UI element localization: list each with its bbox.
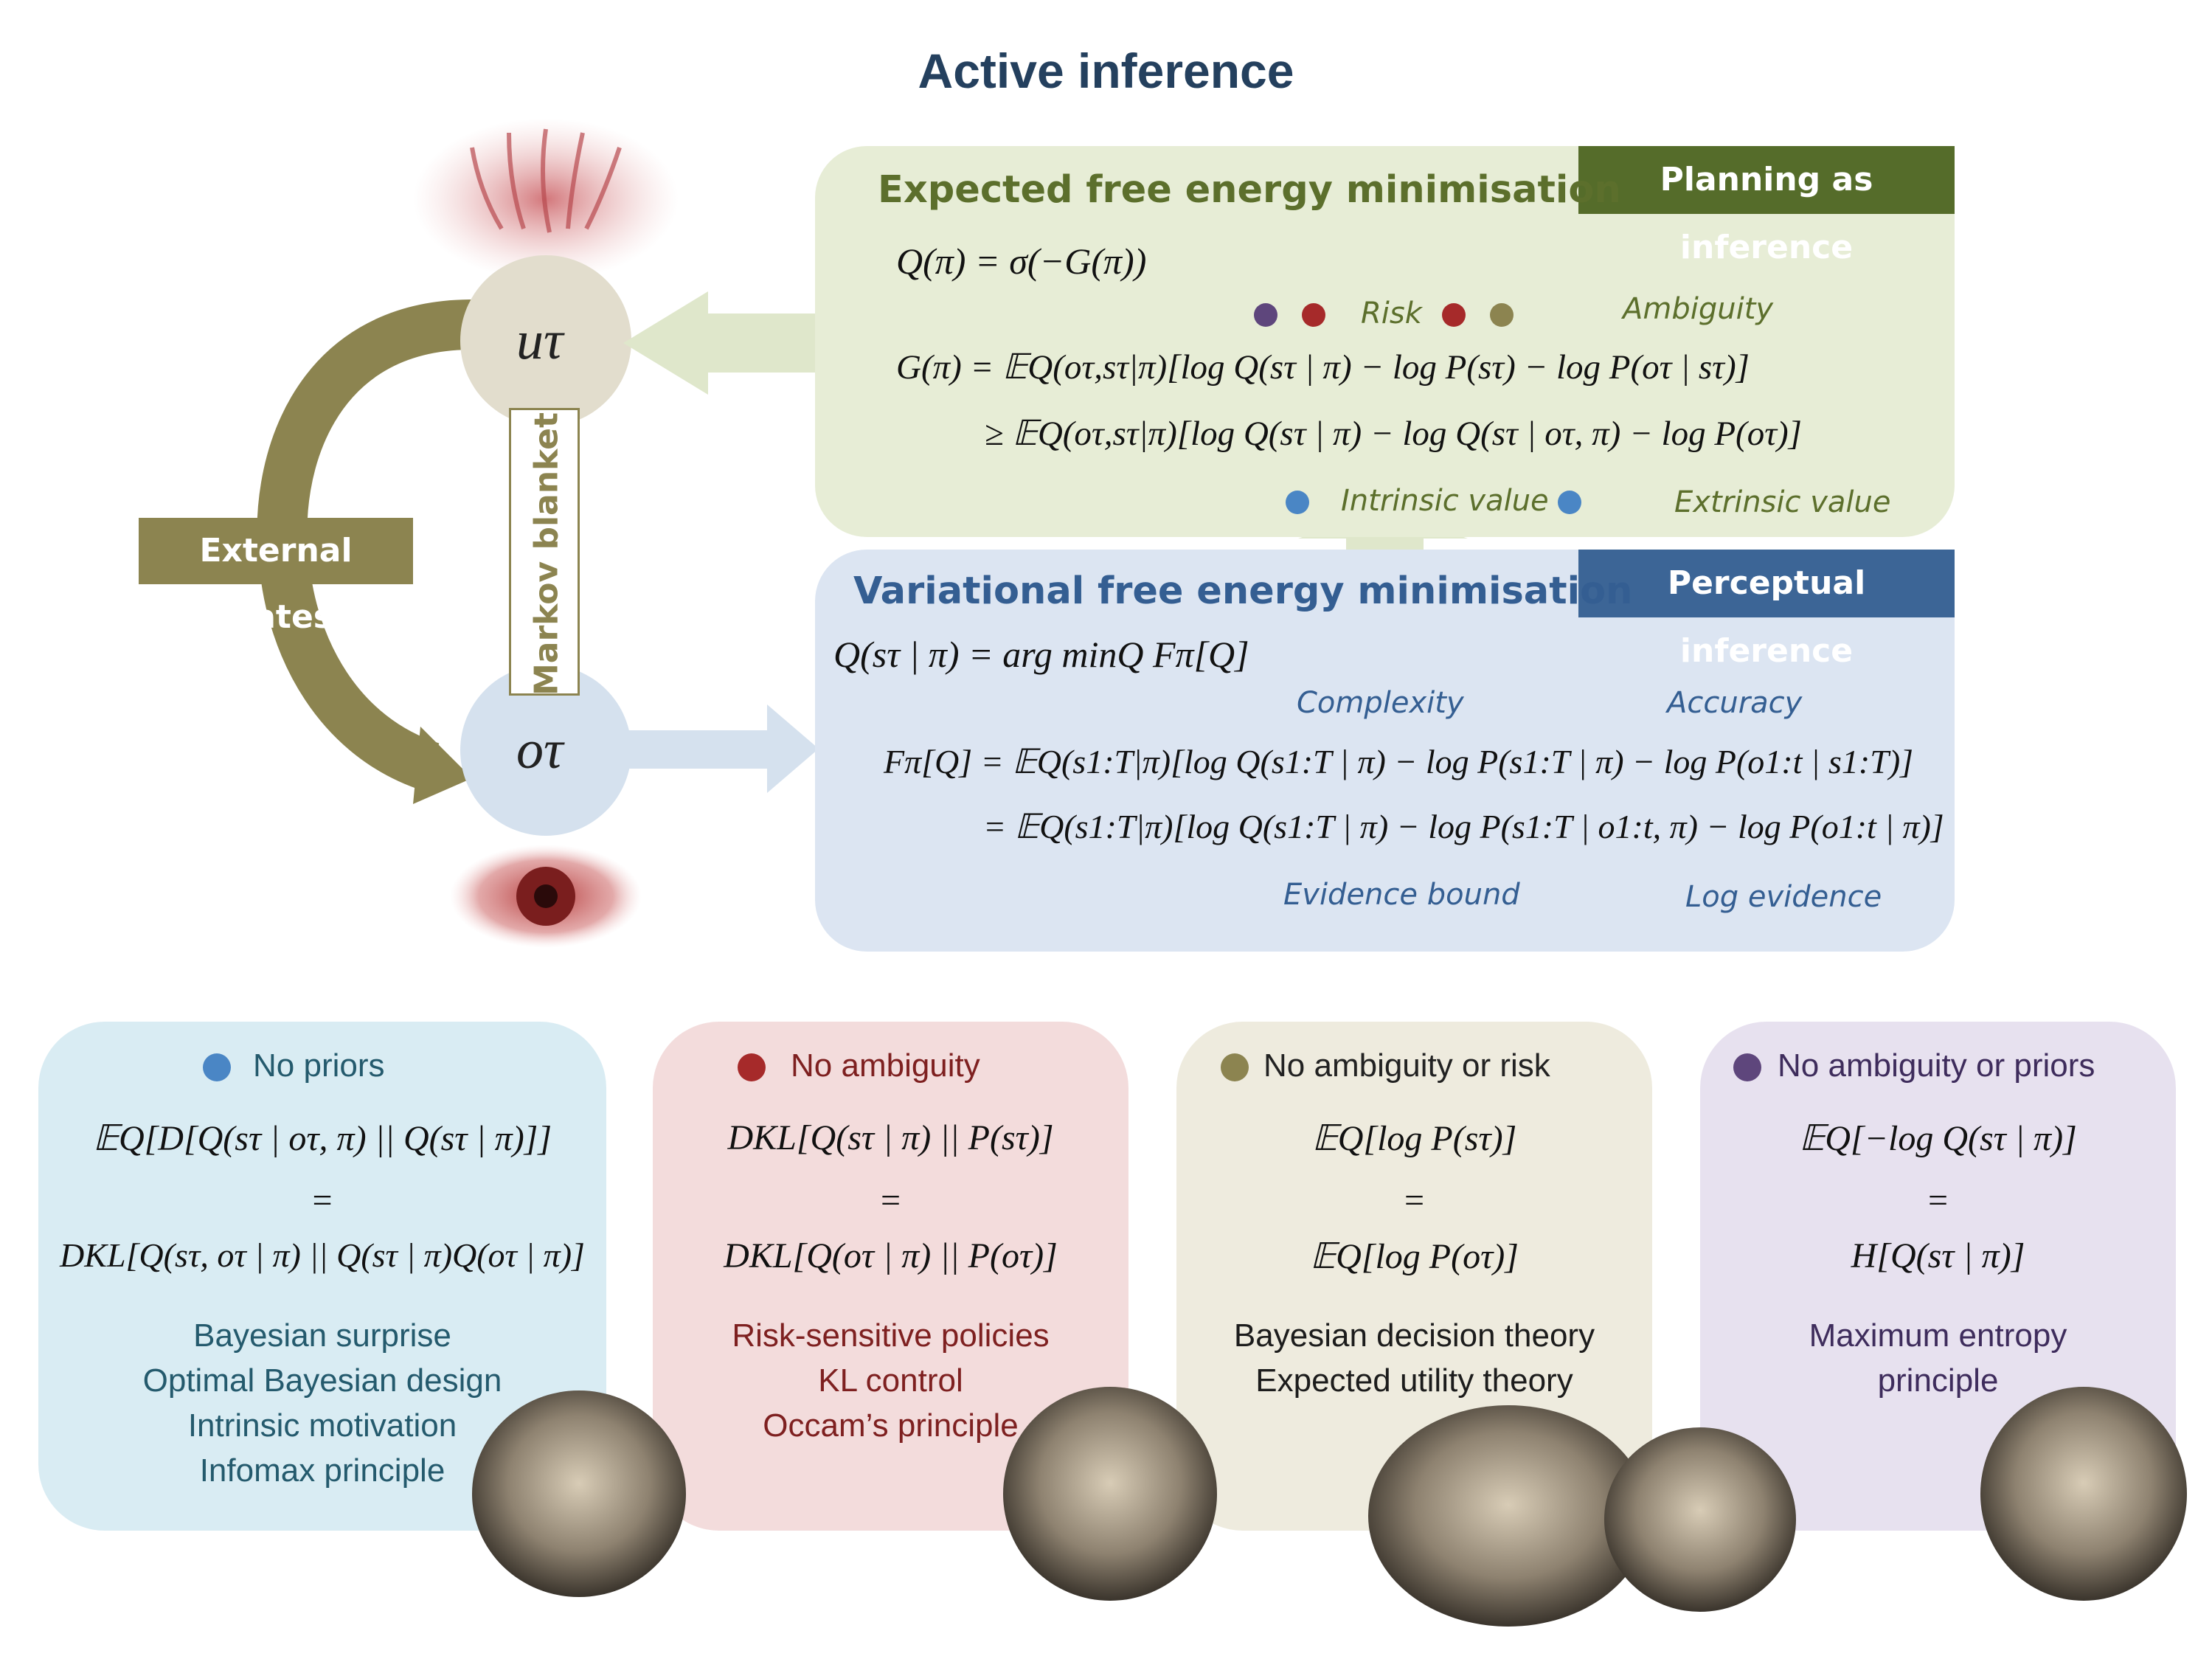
planning-heading: Expected free energy minimisation [878,168,1621,212]
card-heading: No ambiguity or risk [1263,1047,1550,1084]
card-list: Risk-sensitive policies KL control Occam… [653,1313,1128,1448]
list-item: KL control [818,1362,963,1399]
perception-eq-F: Fπ[Q] = 𝔼Q(s1:T|π)[log Q(s1:T | π) − log… [884,743,1914,780]
list-item: Optimal Bayesian design [142,1362,502,1399]
card-eq-top: 𝔼Q[log P(sτ)] [1311,1119,1517,1158]
list-item: Intrinsic motivation [187,1407,457,1444]
complexity-label: Complexity [1297,686,1464,720]
purple-dot [1254,303,1277,327]
evidence-bound-label: Evidence bound [1283,878,1520,912]
card-eq-mid: = [312,1181,333,1220]
blue-dot [1558,491,1581,514]
portrait-image [1604,1427,1796,1612]
perception-heading: Variational free energy minimisation [853,569,1633,613]
ambiguity-label: Ambiguity [1623,292,1774,326]
khaki-dot [1490,303,1514,327]
markov-blanket-box: Markov blanket [509,408,580,696]
card-heading: No ambiguity [791,1047,980,1084]
card-eq-bottom: DKL[Q(sτ, oτ | π) || Q(sτ | π)Q(oτ | π)] [60,1236,585,1274]
arrow-planning-to-action [623,291,815,395]
card-eq-bottom: H[Q(sτ | π)] [1851,1236,2025,1275]
card-eq-bottom: 𝔼Q[log P(oτ)] [1310,1237,1519,1276]
card-heading: No priors [253,1047,385,1084]
external-states-label: External states [139,518,413,636]
card-heading: No ambiguity or priors [1778,1047,2095,1084]
planning-eq-bound: ≥ 𝔼Q(oτ,sτ|π)[log Q(sτ | π) − log Q(sτ |… [985,415,1802,453]
list-item: Infomax principle [199,1452,445,1489]
accuracy-label: Accuracy [1667,686,1803,720]
card-list: Bayesian decision theory Expected utilit… [1176,1313,1652,1403]
blue-dot [1286,491,1309,514]
blue-dot [203,1053,231,1081]
action-node-label: uτ [516,311,564,371]
arrow-observation-to-perception [627,704,819,793]
perception-eq-evidence: = 𝔼Q(s1:T|π)[log Q(s1:T | π) − log P(s1:… [983,808,1944,845]
risk-label: Risk [1361,297,1422,330]
khaki-dot [1221,1053,1249,1081]
card-list: Bayesian surprise Optimal Bayesian desig… [38,1313,606,1493]
purple-dot [1733,1053,1761,1081]
list-item: Bayesian surprise [193,1317,451,1354]
planning-tag: Planning as inference [1578,146,1955,266]
observation-node-circle [460,665,631,836]
perception-tag: Perceptual inference [1578,550,1955,670]
card-eq-mid: = [1927,1181,1949,1220]
card-eq-top: 𝔼Q[−log Q(sτ | π)] [1799,1119,2077,1158]
extrinsic-value-label: Extrinsic value [1674,485,1891,519]
card-eq-top: 𝔼Q[D[Q(sτ | oτ, π) || Q(sτ | π)]] [92,1119,552,1158]
action-node-circle [460,255,631,426]
intrinsic-value-label: Intrinsic value [1341,484,1549,518]
list-item: Maximum entropy [1809,1317,2067,1354]
portrait-image [1980,1387,2187,1601]
red-dot [1442,303,1466,327]
planning-eq-G: G(π) = 𝔼Q(oτ,sτ|π)[log Q(sτ | π) − log P… [896,348,1750,387]
portrait-image [472,1390,686,1597]
observation-node-label: oτ [516,720,564,780]
card-eq-mid: = [880,1181,901,1220]
card-eq-top: DKL[Q(sτ | π) || P(sτ)] [727,1118,1054,1157]
red-dot [1302,303,1325,327]
card-eq-bottom: DKL[Q(oτ | π) || P(oτ)] [724,1236,1058,1275]
planning-eq-policy: Q(π) = σ(−G(π)) [896,240,1147,282]
red-dot [738,1053,766,1081]
log-evidence-label: Log evidence [1685,880,1882,914]
list-item: principle [1877,1362,1999,1399]
portrait-image [1368,1405,1648,1627]
list-item: Bayesian decision theory [1233,1317,1595,1354]
card-list: Maximum entropy principle [1700,1313,2176,1403]
list-item: Risk-sensitive policies [732,1317,1050,1354]
list-item: Occam’s principle [763,1407,1019,1444]
card-eq-mid: = [1404,1181,1425,1220]
list-item: Expected utility theory [1255,1362,1573,1399]
portrait-image [1003,1387,1217,1601]
page-title: Active inference [918,44,1294,98]
perception-eq-argmin: Q(sτ | π) = arg minQ Fπ[Q] [833,634,1249,675]
